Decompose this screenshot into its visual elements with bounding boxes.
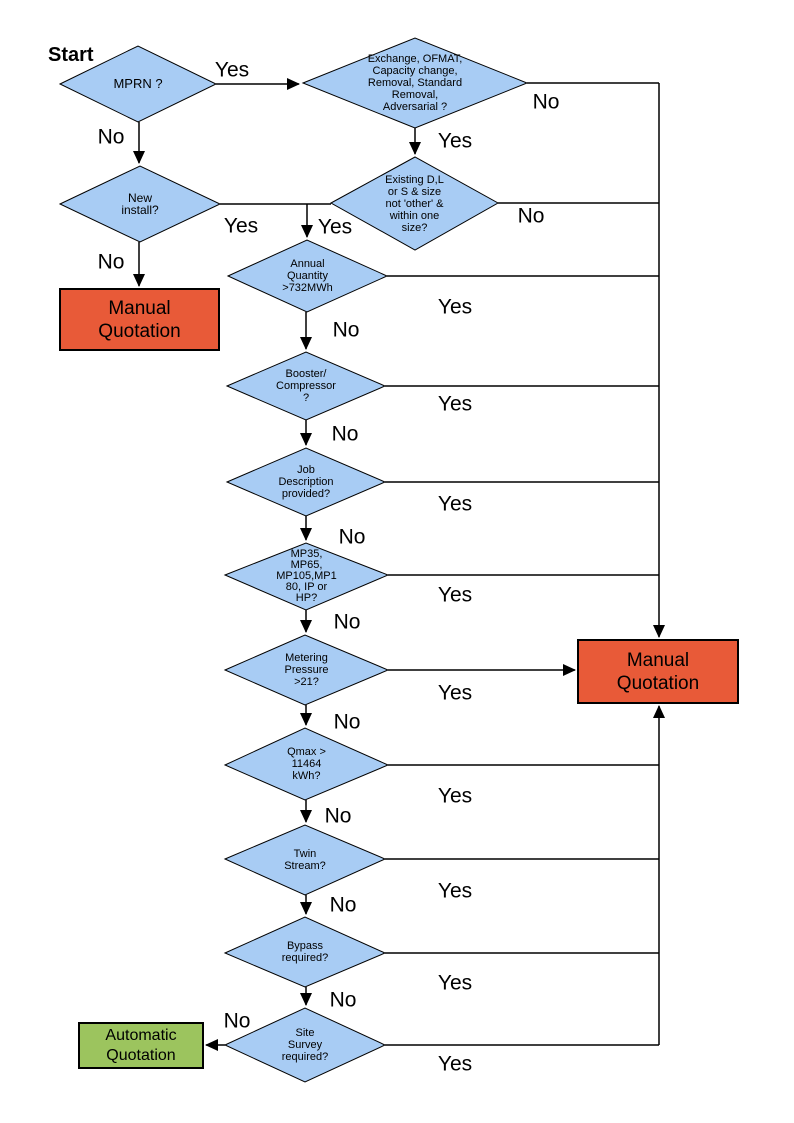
edge-mprn-yes-label: Yes <box>214 58 250 82</box>
edge-twin-yes-label: Yes <box>437 879 473 903</box>
decision-metering-shape <box>223 634 390 706</box>
decision-twin-shape <box>223 824 387 896</box>
edge-qmax-no-label: No <box>324 804 352 828</box>
decision-job-shape <box>225 447 387 517</box>
edge-mp-yes-label: Yes <box>437 583 473 607</box>
decision-exchange-shape <box>301 37 529 129</box>
automatic-quotation-box <box>78 1022 204 1069</box>
edge-site-yes-label: Yes <box>437 1052 473 1076</box>
start-label: Start <box>48 44 94 66</box>
edge-exchange-no-label: No <box>532 90 560 114</box>
edge-job-no-label: No <box>338 525 366 549</box>
edge-newinstall-yes-label: Yes <box>223 214 259 238</box>
manual-quotation-right-box <box>577 639 739 704</box>
edge-booster-no-label: No <box>331 422 359 446</box>
edge-annual-no-label: No <box>332 318 360 342</box>
edge-bypass-no-label: No <box>329 988 357 1012</box>
decision-qmax-shape <box>223 727 390 801</box>
edge-metering-no-label: No <box>333 710 361 734</box>
decision-bypass-shape <box>223 916 387 988</box>
decision-annual-shape <box>226 239 389 313</box>
edge-bypass-yes-label: Yes <box>437 971 473 995</box>
edge-metering-yes-label: Yes <box>437 681 473 705</box>
edge-mprn-no-label: No <box>97 125 125 149</box>
decision-new-install-shape <box>58 165 222 243</box>
edge-exchange-yes-label: Yes <box>437 129 473 153</box>
edge-annual-yes-label: Yes <box>437 295 473 319</box>
manual-quotation-left-box <box>59 288 220 351</box>
edge-existing-yes-label: Yes <box>317 215 353 239</box>
decision-mprn-shape <box>58 45 218 123</box>
decision-site-shape <box>223 1007 387 1083</box>
edge-booster-yes-label: Yes <box>437 392 473 416</box>
edge-existing-no-label: No <box>517 204 545 228</box>
edge-site-no-label: No <box>223 1009 251 1033</box>
edge-qmax-yes-label: Yes <box>437 784 473 808</box>
edge-newinstall-no-label: No <box>97 250 125 274</box>
edge-twin-no-label: No <box>329 893 357 917</box>
decision-existing-shape <box>329 156 500 251</box>
edge-mp-no-label: No <box>333 610 361 634</box>
decision-mp-shape <box>223 542 390 611</box>
edge-job-yes-label: Yes <box>437 492 473 516</box>
decision-booster-shape <box>225 351 387 421</box>
